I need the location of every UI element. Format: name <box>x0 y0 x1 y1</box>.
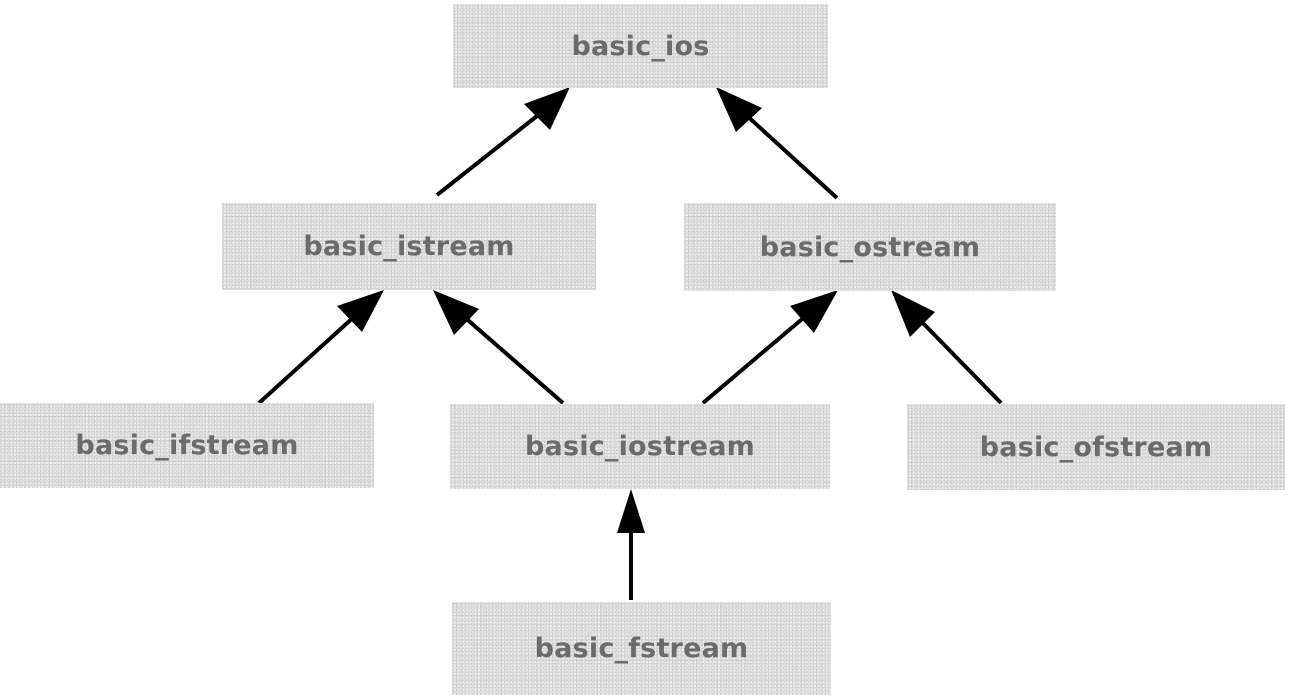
arrow-iostream-to-ostream <box>701 290 838 405</box>
arrow-iostream-to-istream <box>433 290 565 405</box>
node-basic-istream: basic_istream <box>222 203 596 290</box>
node-label: basic_istream <box>303 231 515 262</box>
node-label: basic_ostream <box>759 231 981 263</box>
node-label: basic_ifstream <box>75 430 299 461</box>
arrow-fstream-to-iostream <box>617 489 645 600</box>
arrow-istream-to-ios <box>435 87 570 197</box>
node-basic-ostream: basic_ostream <box>684 203 1056 291</box>
node-basic-fstream: basic_fstream <box>452 602 831 695</box>
node-basic-iostream: basic_iostream <box>450 404 830 489</box>
node-basic-ios: basic_ios <box>453 4 828 88</box>
node-label: basic_ios <box>571 30 710 62</box>
node-label: basic_iostream <box>525 431 755 462</box>
node-label: basic_ofstream <box>979 431 1213 463</box>
node-basic-ofstream: basic_ofstream <box>907 404 1285 490</box>
arrow-ofstream-to-ostream <box>891 290 1003 405</box>
arrow-ostream-to-ios <box>716 87 839 200</box>
node-label: basic_fstream <box>534 633 749 664</box>
arrow-ifstream-to-istream <box>257 290 384 405</box>
node-basic-ifstream: basic_ifstream <box>0 403 374 488</box>
